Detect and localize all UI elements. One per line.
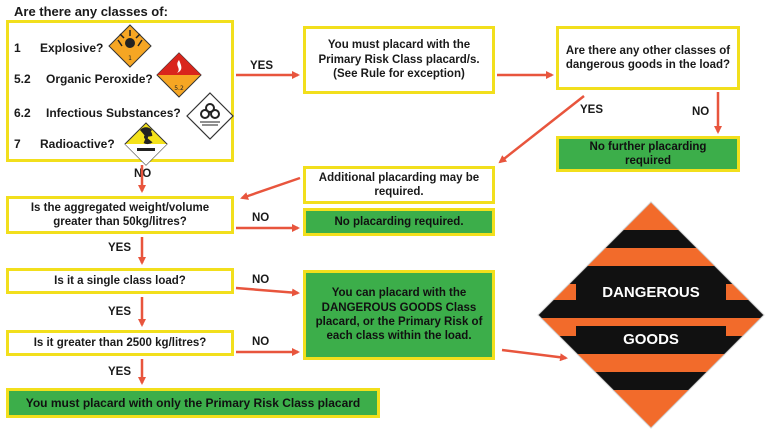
- dangerous-goods-placard-icon: [537, 201, 765, 429]
- placard-text-dangerous: DANGEROUS: [602, 284, 700, 301]
- arrow-to-placard: [501, 348, 568, 362]
- label-no-3: NO: [252, 212, 270, 224]
- additional-placarding-box: Additional placarding may be required.: [303, 166, 495, 204]
- label-no-1: NO: [692, 106, 710, 118]
- placard-text-goods: GOODS: [623, 331, 679, 348]
- single-class-box: Is it a single class load?: [6, 268, 234, 294]
- label-yes-2: YES: [580, 104, 604, 116]
- label-yes-4: YES: [108, 306, 132, 318]
- label-yes-5: YES: [108, 366, 132, 378]
- explosive-placard-icon: 1: [108, 24, 152, 68]
- radioactive-placard-icon: [124, 122, 168, 166]
- arrow-single-no: [235, 286, 300, 297]
- can-placard-box: You can placard with the DANGEROUS GOODS…: [303, 270, 495, 360]
- label-yes-1: YES: [250, 60, 274, 72]
- label-no-4: NO: [252, 274, 270, 286]
- no-further-placarding-box: No further placarding required: [556, 136, 740, 172]
- label-yes-3: YES: [108, 242, 132, 254]
- organic-peroxide-placard-icon: 5.2: [156, 52, 202, 98]
- classes-box: [6, 20, 234, 162]
- infectious-substance-placard-icon: [186, 92, 234, 140]
- greater-2500-box: Is it greater than 2500 kg/litres?: [6, 330, 234, 356]
- svg-text:1: 1: [128, 55, 132, 62]
- svg-text:5.2: 5.2: [174, 85, 184, 92]
- label-no-5: NO: [252, 336, 270, 348]
- aggregated-weight-box: Is the aggregated weight/volume greater …: [6, 196, 234, 234]
- only-primary-placard-box: You must placard with only the Primary R…: [6, 388, 380, 418]
- other-classes-box: Are there any other classes of dangerous…: [556, 26, 740, 90]
- page-title: Are there any classes of:: [14, 4, 168, 19]
- no-placarding-required-box: No placarding required.: [303, 208, 495, 236]
- arrow-additional-to-aggregated: [240, 176, 301, 200]
- must-placard-box: You must placard with the Primary Risk C…: [303, 26, 495, 94]
- arrow-other-yes: [498, 95, 585, 164]
